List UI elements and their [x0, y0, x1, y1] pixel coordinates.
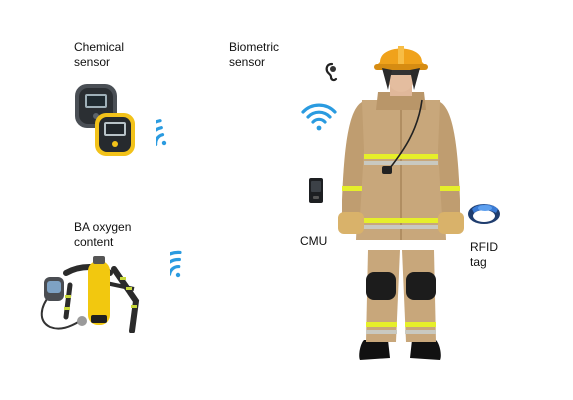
wifi-signal-icon: [170, 247, 206, 283]
wifi-signal-icon: [300, 103, 338, 133]
earpiece-icon: [324, 62, 340, 82]
ba-oxygen-content-label: BA oxygen content: [74, 220, 132, 249]
cmu-device-icon: [308, 177, 324, 204]
firefighter-figure: [334, 40, 468, 372]
rfid-tag-label: RFID tag: [470, 240, 498, 269]
chemical-sensor-label: Chemical sensor: [74, 40, 125, 69]
cmu-label: CMU: [300, 234, 328, 248]
gas-detector-icon: [94, 112, 136, 157]
wifi-signal-icon: [156, 117, 192, 151]
breathing-apparatus-icon: [36, 255, 144, 333]
biometric-sensor-label: Biometric sensor: [229, 40, 280, 69]
rfid-wristband-icon: [466, 200, 502, 226]
